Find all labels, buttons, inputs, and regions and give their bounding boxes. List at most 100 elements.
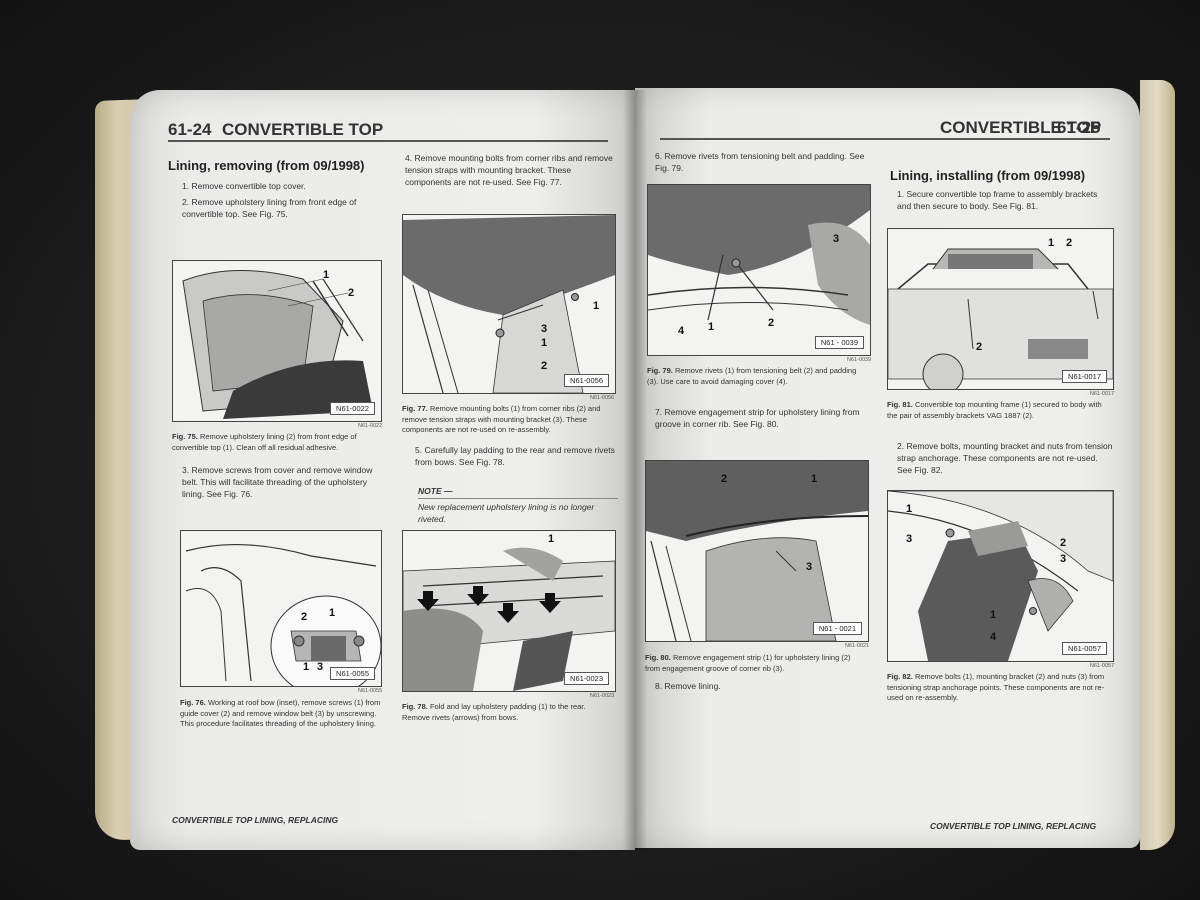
callout: 1: [323, 269, 330, 281]
figure-80-caption: Fig. 80. Remove engagement strip (1) for…: [645, 653, 867, 674]
callout: 1: [329, 607, 336, 619]
caption-text: Remove mounting bolts (1) from corner ri…: [402, 404, 601, 434]
caption-text: Working at roof bow (inset), remove scre…: [180, 698, 381, 728]
figure-82: 1 3 2 3 1 4 N61-0057: [887, 490, 1114, 662]
figure-76-caption: Fig. 76. Working at roof bow (inset), re…: [180, 698, 385, 730]
figure-80-illustration: [646, 461, 868, 641]
callout: 1: [906, 503, 913, 515]
figure-79-caption: Fig. 79. Remove rivets (1) from tensioni…: [647, 366, 869, 387]
install-step-1: 1. Secure convertible top frame to assem…: [897, 189, 1098, 211]
callout: 3: [906, 533, 913, 545]
caption-text: Fold and lay upholstery padding (1) to t…: [402, 702, 586, 722]
step-8: 8. Remove lining.: [655, 681, 721, 691]
figure-76: 2 1 1 3 N61-0055: [180, 530, 382, 687]
header-rule: [660, 138, 1110, 140]
left-page: 61-24 CONVERTIBLE TOP Lining, removing (…: [130, 90, 635, 850]
section-title: Lining, removing (from 09/1998): [168, 158, 365, 173]
figure-id-label: N61-0023: [564, 672, 609, 685]
figure-label: Fig. 80.: [645, 653, 671, 662]
callout: 4: [678, 325, 685, 337]
figure-label: Fig. 79.: [647, 366, 673, 375]
step-3: 3. Remove screws from cover and remove w…: [182, 465, 373, 499]
callout: 3: [1060, 553, 1067, 565]
figure-81-caption: Fig. 81. Convertible top mounting frame …: [887, 400, 1112, 421]
figure-78-caption: Fig. 78. Fold and lay upholstery padding…: [402, 702, 614, 723]
callout: 1: [811, 473, 818, 485]
figure-label: Fig. 77.: [402, 404, 428, 413]
page-footer: CONVERTIBLE TOP LINING, REPLACING: [172, 815, 339, 825]
figure-code: N61-0023: [590, 693, 615, 699]
figure-id-label: N61-0017: [1062, 370, 1107, 383]
header-rule: [168, 140, 608, 142]
figure-81-illustration: [888, 248, 1113, 389]
caption-text: Remove engagement strip (1) for upholste…: [645, 653, 851, 673]
page-footer: CONVERTIBLE TOP LINING, REPLACING: [930, 821, 1097, 831]
step-6: 6. Remove rivets from tensioning belt an…: [655, 151, 865, 173]
figure-77: 1 3 1 2 N61-0056: [402, 214, 616, 394]
figure-label: Fig. 82.: [887, 672, 913, 681]
figure-79: 3 4 1 2 N61 - 0039: [647, 184, 871, 356]
callout: 1: [593, 300, 600, 312]
figure-77-illustration: [403, 215, 615, 393]
figure-code: N61-0057: [1090, 663, 1115, 669]
page-header-title: CONVERTIBLE TOP: [222, 120, 384, 139]
page-number: 61-24: [168, 120, 212, 139]
figure-77-caption: Fig. 77. Remove mounting bolts (1) from …: [402, 404, 614, 436]
callout: 2: [1060, 537, 1067, 549]
figure-code: N61-0056: [590, 395, 615, 401]
figure-id-label: N61-0022: [330, 402, 375, 415]
callout: 1: [548, 533, 555, 545]
section-title: Lining, installing (from 09/1998): [890, 168, 1086, 183]
figure-code: N61-0055: [358, 688, 383, 694]
figure-code: N61-0039: [847, 357, 872, 363]
callout: 2: [301, 611, 308, 623]
figure-id-label: N61-0056: [564, 374, 609, 387]
right-page: CONVERTIBLE TOP 61-25 6. Remove rivets f…: [635, 88, 1140, 848]
figure-code: N61-0022: [358, 423, 383, 429]
right-page-edges: [1140, 80, 1175, 850]
figure-id-label: N61-0055: [330, 667, 375, 680]
callout: 2: [541, 360, 548, 372]
callout: 2: [768, 317, 775, 329]
callout: 2: [976, 341, 983, 353]
figure-label: Fig. 75.: [172, 432, 198, 441]
callout: 3: [806, 561, 813, 573]
caption-text: Convertible top mounting frame (1) secur…: [887, 400, 1102, 420]
caption-text: Remove upholstery lining (2) from front …: [172, 432, 357, 452]
callout: 1: [303, 661, 310, 673]
step-2: 2. Remove upholstery lining from front e…: [182, 197, 357, 219]
figure-82-illustration: [888, 491, 1113, 661]
step-5: 5. Carefully lay padding to the rear and…: [415, 445, 615, 467]
step-7: 7. Remove engagement strip for upholster…: [655, 407, 860, 429]
caption-text: Remove rivets (1) from tensioning belt (…: [647, 366, 857, 386]
callout: 1: [708, 321, 715, 333]
callout: 2: [1066, 237, 1073, 249]
figure-79-illustration: [648, 185, 870, 325]
figure-id-label: N61 - 0039: [814, 336, 864, 349]
callout: 3: [317, 661, 324, 673]
figure-label: Fig. 81.: [887, 400, 913, 409]
callout: 4: [990, 631, 997, 643]
callout: 2: [348, 287, 355, 299]
callout: 1: [990, 609, 997, 621]
figure-78: 1 N61-0023: [402, 530, 616, 692]
figure-code: N61-0021: [845, 643, 870, 649]
figure-id-label: N61 - 0021: [812, 622, 862, 635]
figure-75-caption: Fig. 75. Remove upholstery lining (2) fr…: [172, 432, 382, 453]
callout: 3: [541, 323, 548, 335]
caption-text: Remove bolts (1), mounting bracket (2) a…: [887, 672, 1105, 702]
figure-76-illustration: [185, 543, 381, 686]
step-1: 1. Remove convertible top cover.: [182, 181, 306, 191]
figure-label: Fig. 76.: [180, 698, 206, 707]
callout: 2: [721, 473, 728, 485]
page-header-title: CONVERTIBLE TOP: [940, 118, 1102, 137]
step-4: 4. Remove mounting bolts from corner rib…: [405, 153, 613, 187]
figure-75: 1 2 N61-0022: [172, 260, 382, 422]
figure-81: 1 2 2 N61-0017: [887, 228, 1114, 390]
figure-75-illustration: [182, 270, 373, 419]
open-manual-book: 61-24 CONVERTIBLE TOP Lining, removing (…: [95, 60, 1175, 860]
figure-80: 2 1 3 N61 - 0021: [645, 460, 869, 642]
note-title: NOTE —: [418, 486, 453, 496]
callout: 1: [541, 337, 548, 349]
figure-82-caption: Fig. 82. Remove bolts (1), mounting brac…: [887, 672, 1112, 704]
